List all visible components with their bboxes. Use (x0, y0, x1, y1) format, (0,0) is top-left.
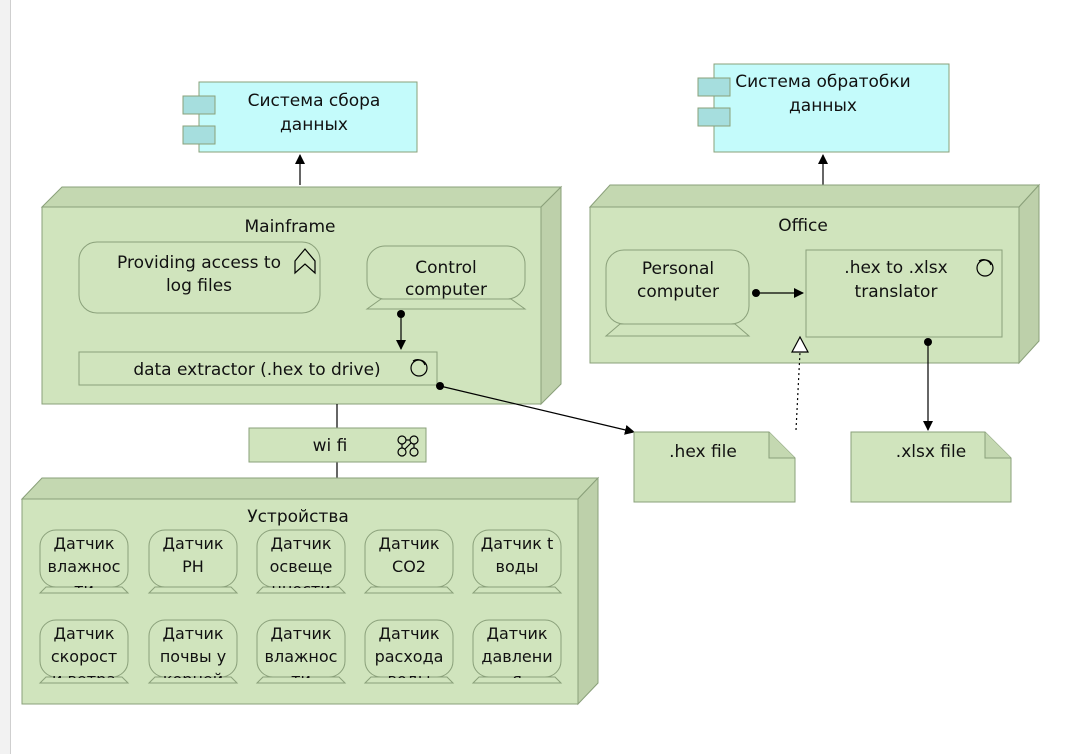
node-title: Устройства (247, 507, 349, 527)
sensor-label-line: нности (271, 580, 330, 599)
sensor-label-line: я (512, 670, 522, 689)
sensor-label-line: Датчик (270, 624, 331, 643)
service-log-access[interactable]: Providing access to log files (78, 241, 321, 314)
flow-arrow (439, 385, 635, 435)
extractor-label: data extractor (.hex to drive) (133, 360, 380, 380)
sensor-label-line: освеще (270, 557, 333, 576)
system-software-icon (410, 359, 428, 377)
network-icon (397, 435, 419, 457)
realization-triangle (791, 335, 809, 353)
sensor-device[interactable]: Датчик освеще нности (255, 529, 347, 599)
device-screen (148, 529, 238, 588)
sensor-label-line: Датчик (53, 534, 114, 553)
component-label-line: Система обратобки (735, 72, 910, 92)
sensor-label-line: давлени (481, 647, 552, 666)
artifact-hex-file[interactable]: .hex file (633, 431, 796, 503)
realization-dotted-line (795, 351, 801, 431)
component-port-icon (697, 107, 731, 127)
component-label-line: данных (280, 115, 348, 135)
component-processing-system[interactable]: Система обратобки данных (697, 63, 950, 153)
artifact-label: .xlsx file (896, 442, 966, 462)
node-title: Mainframe (245, 217, 336, 237)
sensor-label-line: корней (163, 670, 223, 689)
device-screen (364, 529, 454, 588)
system-software-translator[interactable]: .hex to .xlsx translator (805, 249, 1003, 338)
service-label-line: Providing access to (117, 253, 281, 273)
device-stand (471, 586, 563, 594)
device-label-line: computer (637, 282, 719, 302)
component-port-icon (182, 95, 216, 115)
device-screen (39, 529, 129, 588)
translator-label-line: translator (855, 282, 938, 302)
device-label-line: Control (415, 258, 476, 278)
device-control-computer[interactable]: Control computer (365, 245, 527, 310)
sensor-label-line: Датчик (270, 534, 331, 553)
device-stand (147, 586, 239, 594)
component-label-line: данных (789, 96, 857, 116)
sensor-label-line: Датчик (162, 534, 223, 553)
sensor-label-line: ти (74, 580, 94, 599)
component-label-line: Система сбора (248, 91, 381, 111)
artifact-xlsx-file[interactable]: .xlsx file (850, 431, 1012, 503)
translator-label-line: .hex to .xlsx (844, 258, 947, 278)
sensor-device[interactable]: Датчик почвы у корней (147, 619, 239, 689)
sensor-label-line: Датчик t (481, 534, 554, 553)
window-edge (0, 0, 11, 754)
sensor-label-line: воды (388, 670, 431, 689)
sensor-label-line: PH (182, 557, 204, 576)
network-wifi[interactable]: wi fi (248, 427, 427, 463)
service-label-line: log files (166, 276, 232, 296)
sensor-device[interactable]: Датчик влажнос ти (255, 619, 347, 689)
sensor-label-line: почвы у (160, 647, 226, 666)
sensor-label-line: ти (291, 670, 311, 689)
sensor-label-line: и ветра (52, 670, 116, 689)
sensor-device[interactable]: Датчик влажнос ти (38, 529, 130, 599)
device-personal-computer[interactable]: Personal computer (604, 249, 751, 337)
device-screen (256, 529, 346, 588)
sensor-label-line: CO2 (392, 557, 426, 576)
sensor-label-line: скорост (51, 647, 117, 666)
device-screen (472, 619, 562, 678)
device-screen (472, 529, 562, 588)
sensor-label-line: Датчик (162, 624, 223, 643)
network-label: wi fi (313, 436, 348, 456)
sensor-label-line: Датчик (486, 624, 547, 643)
device-screen (39, 619, 129, 678)
component-port-icon (182, 125, 216, 145)
component-port-icon (697, 77, 731, 97)
sensor-label-line: расхода (375, 647, 444, 666)
device-label-line: Personal (642, 259, 714, 279)
device-screen (148, 619, 238, 678)
sensor-device[interactable]: Датчик расхода воды (363, 619, 455, 689)
sensor-device[interactable]: Датчик t воды (471, 529, 563, 594)
artifact-label: .hex file (669, 442, 737, 462)
node-title: Office (778, 216, 828, 236)
system-software-data-extractor[interactable]: data extractor (.hex to drive) (78, 351, 438, 386)
device-screen (364, 619, 454, 678)
sensor-label-line: воды (496, 557, 539, 576)
sensor-label-line: влажнос (265, 647, 338, 666)
artifact-fold-icon (984, 432, 1011, 459)
device-stand (363, 586, 455, 594)
sensor-grid: ДатчиквлажностиДатчикPHДатчикосвещенност… (38, 529, 563, 689)
component-collection-system[interactable]: Система сбора данных (182, 81, 418, 153)
sensor-label-line: Датчик (378, 534, 439, 553)
device-screen (256, 619, 346, 678)
artifact-fold-icon (768, 432, 795, 459)
sensor-label-line: Датчик (378, 624, 439, 643)
service-icon (294, 248, 316, 275)
sensor-label-line: влажнос (48, 557, 121, 576)
system-software-icon (976, 259, 994, 277)
sensor-label-line: Датчик (53, 624, 114, 643)
sensor-device[interactable]: Датчик скорост и ветра (38, 619, 130, 689)
device-label-line: computer (405, 280, 487, 300)
sensor-device[interactable]: Датчик давлени я (471, 619, 563, 689)
